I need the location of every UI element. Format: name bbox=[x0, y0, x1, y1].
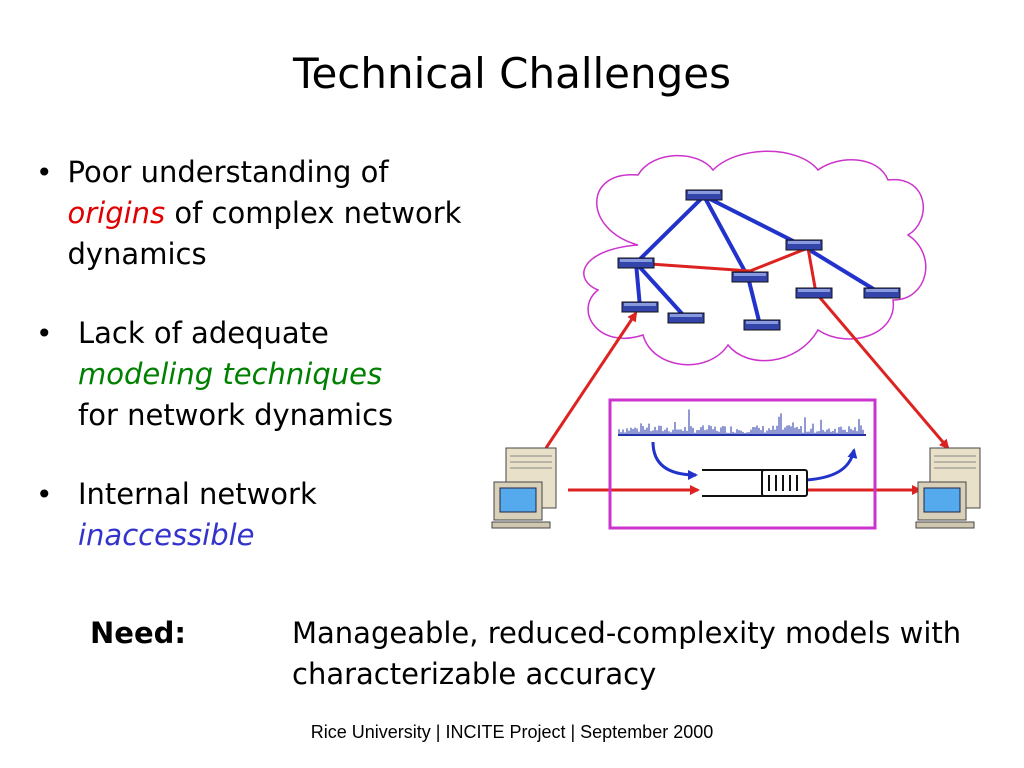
bullet-marker: • bbox=[36, 317, 53, 350]
network-cloud bbox=[583, 150, 927, 366]
slide-footer: Rice University | INCITE Project | Septe… bbox=[310, 722, 714, 742]
router-icon bbox=[743, 319, 781, 331]
need-text: Manageable, reduced-complexity models wi… bbox=[292, 616, 962, 691]
router-icon bbox=[731, 271, 769, 283]
bullet-list: • Poor understanding of origins of compl… bbox=[34, 152, 474, 594]
bullet-text-post: of complex network dynamics bbox=[67, 196, 462, 271]
computer-icon bbox=[491, 447, 557, 529]
bullet-emphasis: modeling techniques bbox=[78, 357, 383, 391]
router-icon bbox=[617, 257, 655, 269]
bullet-marker: • bbox=[36, 478, 53, 511]
bullet-text-pre: Poor understanding of bbox=[67, 155, 389, 189]
flow-path bbox=[544, 246, 950, 495]
bullet-text: Poor understanding of origins of complex… bbox=[67, 152, 474, 275]
bullet-text-post: for network dynamics bbox=[78, 398, 394, 432]
arrow-curve-right bbox=[805, 448, 858, 482]
model-box bbox=[608, 398, 877, 530]
need-label: Need: bbox=[90, 616, 186, 650]
traffic-trace-icon bbox=[618, 409, 866, 436]
network-diagram bbox=[491, 150, 981, 530]
router-icon bbox=[795, 287, 833, 299]
bullet-text: Lack of adequate modeling techniques for… bbox=[78, 313, 393, 436]
router-icon bbox=[863, 287, 901, 299]
router-icon bbox=[685, 189, 723, 201]
bullet-emphasis: origins bbox=[67, 196, 166, 230]
internal-links bbox=[634, 194, 882, 326]
router-icon bbox=[667, 312, 705, 324]
queue-icon bbox=[702, 469, 808, 497]
computer-icon bbox=[915, 447, 981, 529]
router-icon bbox=[621, 301, 659, 313]
bullet-item: • Internal network inaccessible bbox=[34, 474, 474, 556]
bullet-emphasis: inaccessible bbox=[78, 518, 255, 552]
bullet-text-pre: Lack of adequate bbox=[78, 316, 329, 350]
bullet-text-pre: Internal network bbox=[78, 477, 317, 511]
router-icon bbox=[785, 239, 823, 251]
bullet-marker: • bbox=[36, 156, 53, 189]
bullet-item: • Lack of adequate modeling techniques f… bbox=[34, 313, 474, 436]
slide-title: Technical Challenges bbox=[292, 49, 732, 98]
bullet-text: Internal network inaccessible bbox=[78, 474, 317, 556]
bullet-item: • Poor understanding of origins of compl… bbox=[34, 152, 474, 275]
arrow-curve-left bbox=[651, 441, 698, 480]
